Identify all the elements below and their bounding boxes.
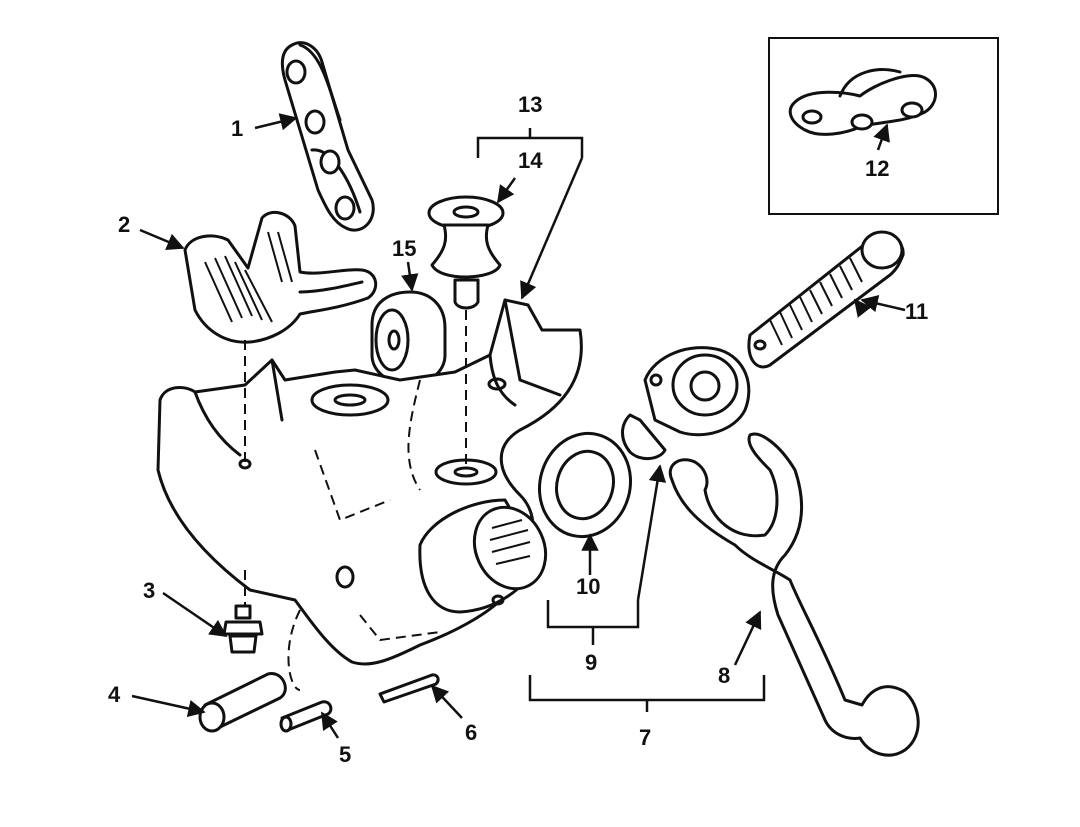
bracket-9	[546, 600, 640, 629]
callout-9: 9	[585, 650, 597, 675]
part-4-pin	[198, 672, 287, 733]
callout-10: 10	[576, 574, 600, 599]
part-9-nut	[621, 346, 751, 460]
part-6-pin	[378, 673, 440, 704]
callout-2: 2	[118, 212, 130, 237]
part-14-pulley	[427, 195, 505, 310]
part-3-screw	[222, 604, 264, 654]
part-10-washer	[537, 431, 633, 539]
part-15-roller	[370, 290, 447, 387]
part-8-handle	[668, 432, 920, 757]
callout-5: 5	[339, 742, 351, 767]
callout-15: 15	[392, 236, 416, 261]
callout-8: 8	[718, 663, 730, 688]
inset-frame	[768, 37, 999, 215]
part-1-chain	[280, 41, 375, 232]
callout-7: 7	[639, 725, 651, 750]
callout-11: 11	[905, 299, 928, 324]
callout-14: 14	[518, 148, 543, 173]
part-2-jaw	[183, 210, 378, 344]
callout-1: 1	[231, 116, 243, 141]
callout-12: 12	[865, 156, 889, 181]
callout-4: 4	[108, 682, 121, 707]
part-12-chain-link-detail	[788, 68, 937, 136]
callout-6: 6	[465, 720, 477, 745]
part-11-screw	[747, 230, 905, 369]
callout-13: 13	[518, 92, 542, 117]
callout-3: 3	[143, 578, 155, 603]
part-13-body	[156, 298, 583, 666]
